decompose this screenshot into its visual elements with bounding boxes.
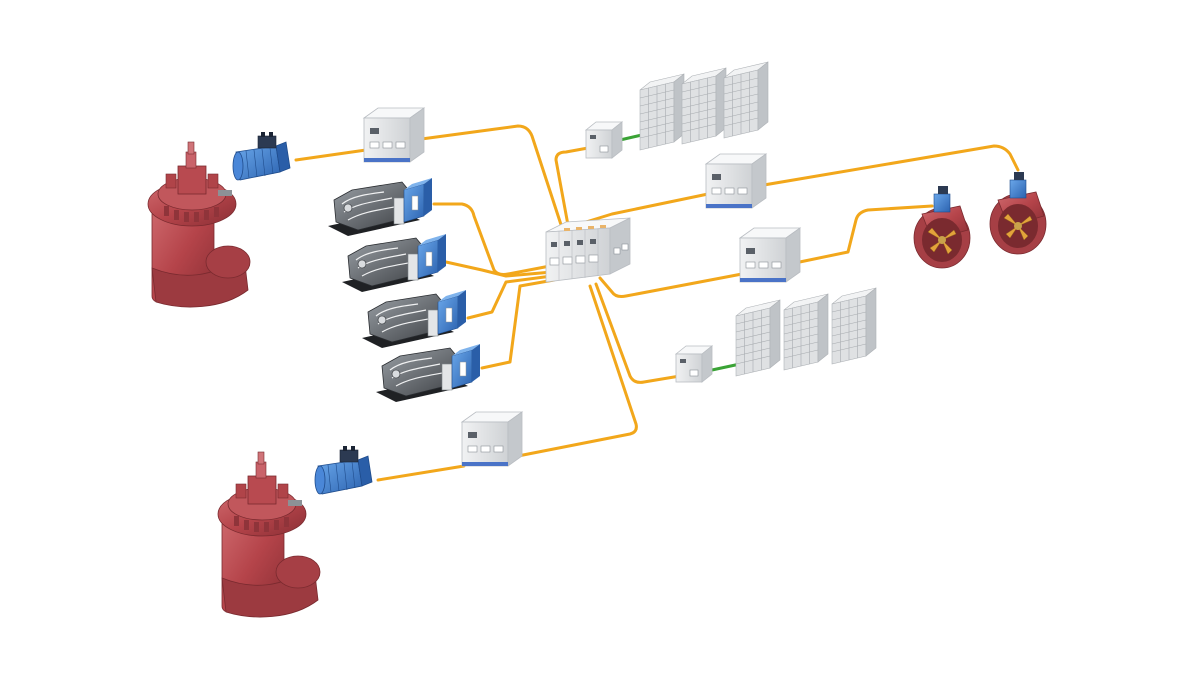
converter-icon [585, 121, 623, 159]
cable-genset3-to-switchboard [466, 274, 554, 320]
switchboard-icon [545, 217, 631, 283]
cable-motor-top-to-drive [294, 148, 368, 162]
cable-switchboard-to-thruster-drive-1 [584, 192, 710, 224]
tunnel-thruster-icon [913, 185, 971, 269]
cable-switchboard-to-dc-bottom [594, 282, 682, 384]
cable-genset2-to-switchboard [444, 260, 554, 278]
dc-link-bottom [710, 362, 742, 372]
genset-icon [375, 343, 481, 403]
battery-rack-icon [735, 287, 877, 377]
cable-switchboard-to-drive-bottom [516, 284, 638, 458]
cable-drive-top-to-switchboard [412, 124, 568, 242]
battery-rack-icon [639, 61, 769, 151]
cabinet-icon [461, 411, 523, 467]
genset-icon [327, 177, 433, 237]
cable-genset4-to-switchboard [480, 278, 556, 370]
cable-thruster-drive-2-to-tunnel-1 [788, 204, 934, 266]
azimuth-thruster-icon [217, 451, 321, 618]
cable-thruster-drive-1-to-tunnel-2 [756, 144, 1020, 188]
cable-switchboard-to-dc-top [554, 146, 590, 238]
genset-icon [361, 289, 467, 349]
cabinet-icon [363, 107, 425, 163]
converter-icon [675, 345, 713, 383]
genset-icon [341, 233, 447, 293]
tunnel-thruster-icon [989, 171, 1047, 255]
cabinet-icon [705, 153, 767, 209]
power-cables [294, 124, 1020, 482]
cable-drive-bottom-to-motor-bottom [376, 464, 466, 482]
cable-switchboard-to-thruster-drive-2 [598, 272, 744, 298]
motor-icon [232, 131, 291, 181]
cabinet-icon [739, 227, 801, 283]
motor-icon [314, 445, 373, 495]
